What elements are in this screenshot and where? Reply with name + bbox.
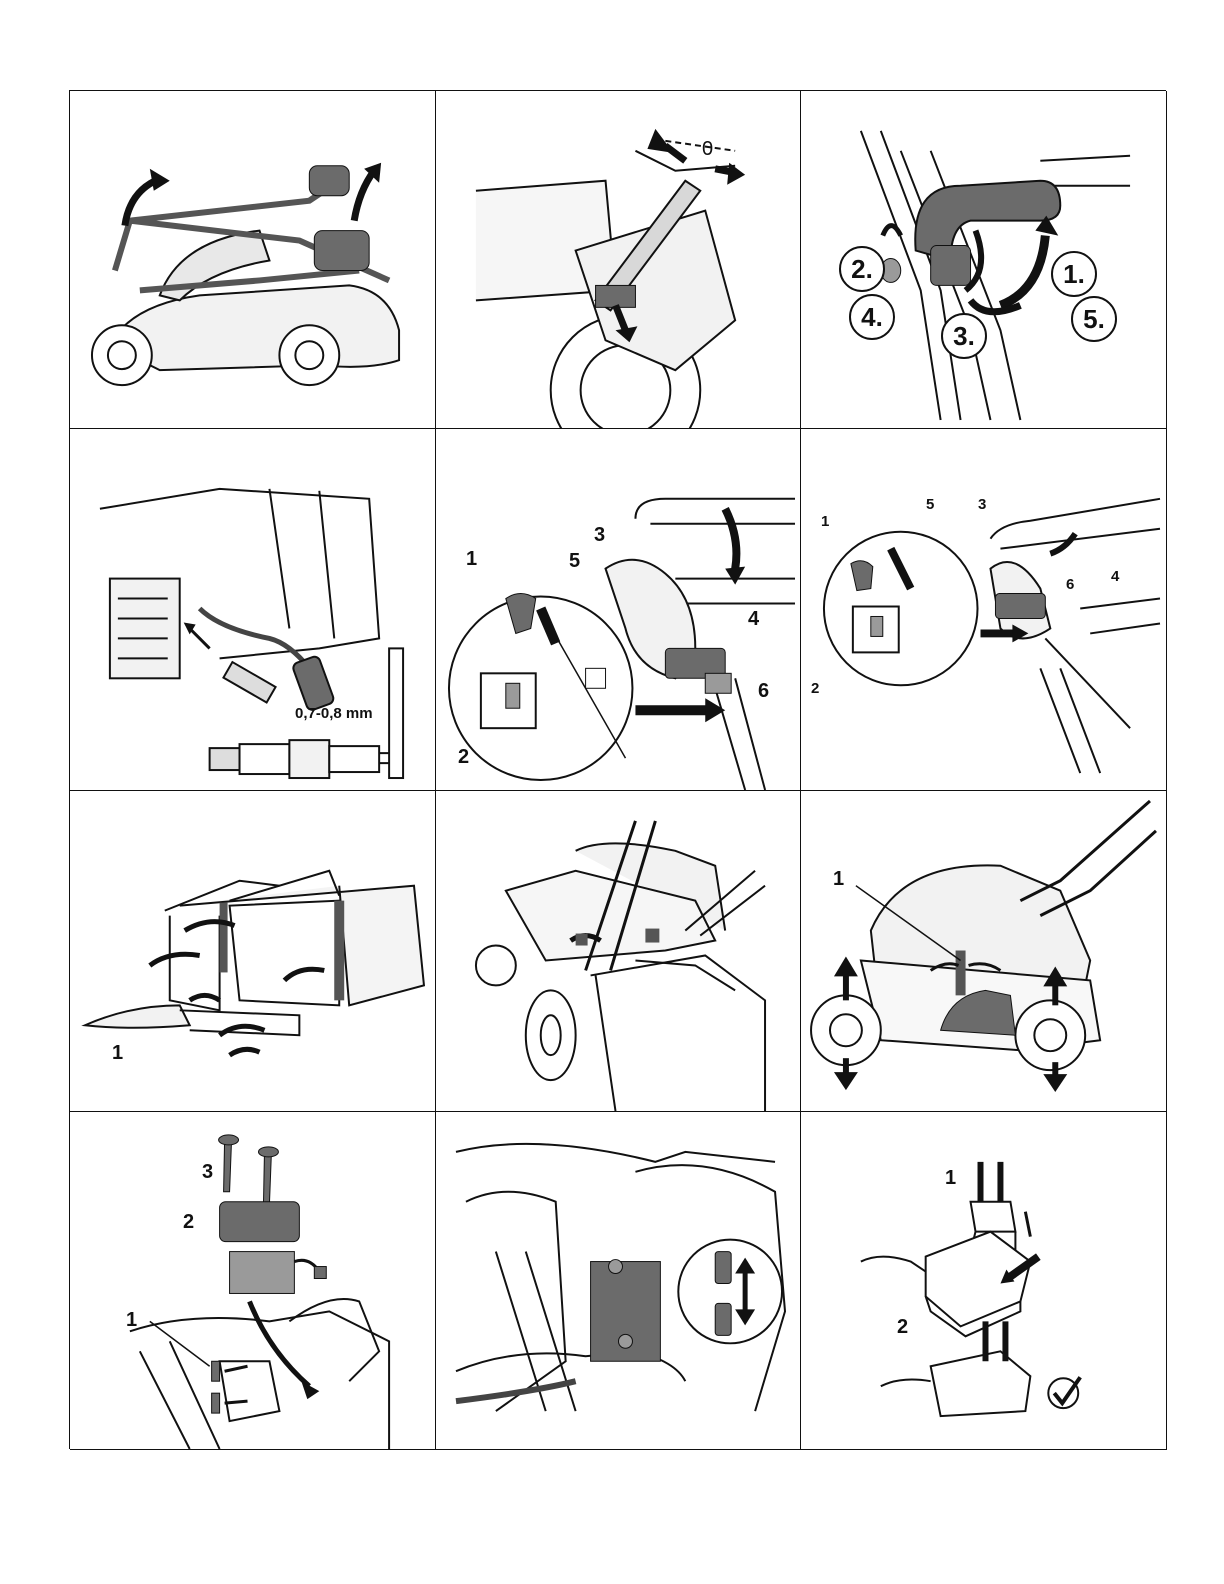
instruction-grid: 0 2. 4. 1. 5. 3. <box>69 90 1166 1449</box>
callout-3: 3 <box>202 1162 213 1182</box>
panel-charger: 1 2 <box>801 1112 1167 1450</box>
step-2: 2. <box>839 246 885 292</box>
panel-grass-bag: 1 <box>70 791 436 1112</box>
panel-cable-attach-alt: 1 2 3 4 5 6 <box>801 429 1167 791</box>
cable-attach-illustration <box>436 429 800 790</box>
panel-battery-connector <box>436 1112 801 1450</box>
panel-fold-handle <box>70 91 436 429</box>
callout-1: 1 <box>945 1168 956 1188</box>
cable-attach-alt-illustration <box>801 429 1166 790</box>
panel-cable-attach: 1 2 3 4 5 6 <box>436 429 801 791</box>
step-5: 5. <box>1071 296 1117 342</box>
handle-height-illustration <box>436 91 800 428</box>
callout-4: 4 <box>1111 569 1119 584</box>
callout-3: 3 <box>594 525 605 545</box>
panel-spark-plug: 0,7-0,8 mm <box>70 429 436 791</box>
mower-fold-illustration <box>70 91 435 428</box>
callout-6: 6 <box>1066 577 1074 592</box>
panel-grass-bag-mount <box>436 791 801 1112</box>
step-4: 4. <box>849 294 895 340</box>
callout-1: 1 <box>112 1043 123 1063</box>
step-1: 1. <box>1051 251 1097 297</box>
callout-1: 1 <box>126 1310 137 1330</box>
position-label: 0 <box>702 139 713 159</box>
callout-4: 4 <box>748 609 759 629</box>
callout-1: 1 <box>833 869 844 889</box>
callout-2: 2 <box>811 681 819 696</box>
callout-5: 5 <box>926 497 934 512</box>
callout-2: 2 <box>897 1317 908 1337</box>
grass-bag-illustration <box>70 791 435 1111</box>
electrode-gap-label: 0,7-0,8 mm <box>295 705 373 722</box>
callout-3: 3 <box>978 497 986 512</box>
callout-2: 2 <box>183 1212 194 1232</box>
cutting-height-illustration <box>801 791 1166 1111</box>
grass-bag-mount-illustration <box>436 791 800 1111</box>
panel-handle-height: 0 <box>436 91 801 429</box>
panel-cutting-height: 1 <box>801 791 1167 1112</box>
battery-connector-illustration <box>436 1112 800 1449</box>
panel-battery-install: 1 2 3 <box>70 1112 436 1450</box>
spark-plug-illustration <box>70 429 435 790</box>
callout-2: 2 <box>458 747 469 767</box>
battery-install-illustration <box>70 1112 435 1449</box>
step-3: 3. <box>941 313 987 359</box>
callout-5: 5 <box>569 551 580 571</box>
callout-6: 6 <box>758 681 769 701</box>
panel-handle-knob: 2. 4. 1. 5. 3. <box>801 91 1167 429</box>
callout-1: 1 <box>821 514 829 529</box>
charger-illustration <box>801 1112 1166 1449</box>
callout-1: 1 <box>466 549 477 569</box>
